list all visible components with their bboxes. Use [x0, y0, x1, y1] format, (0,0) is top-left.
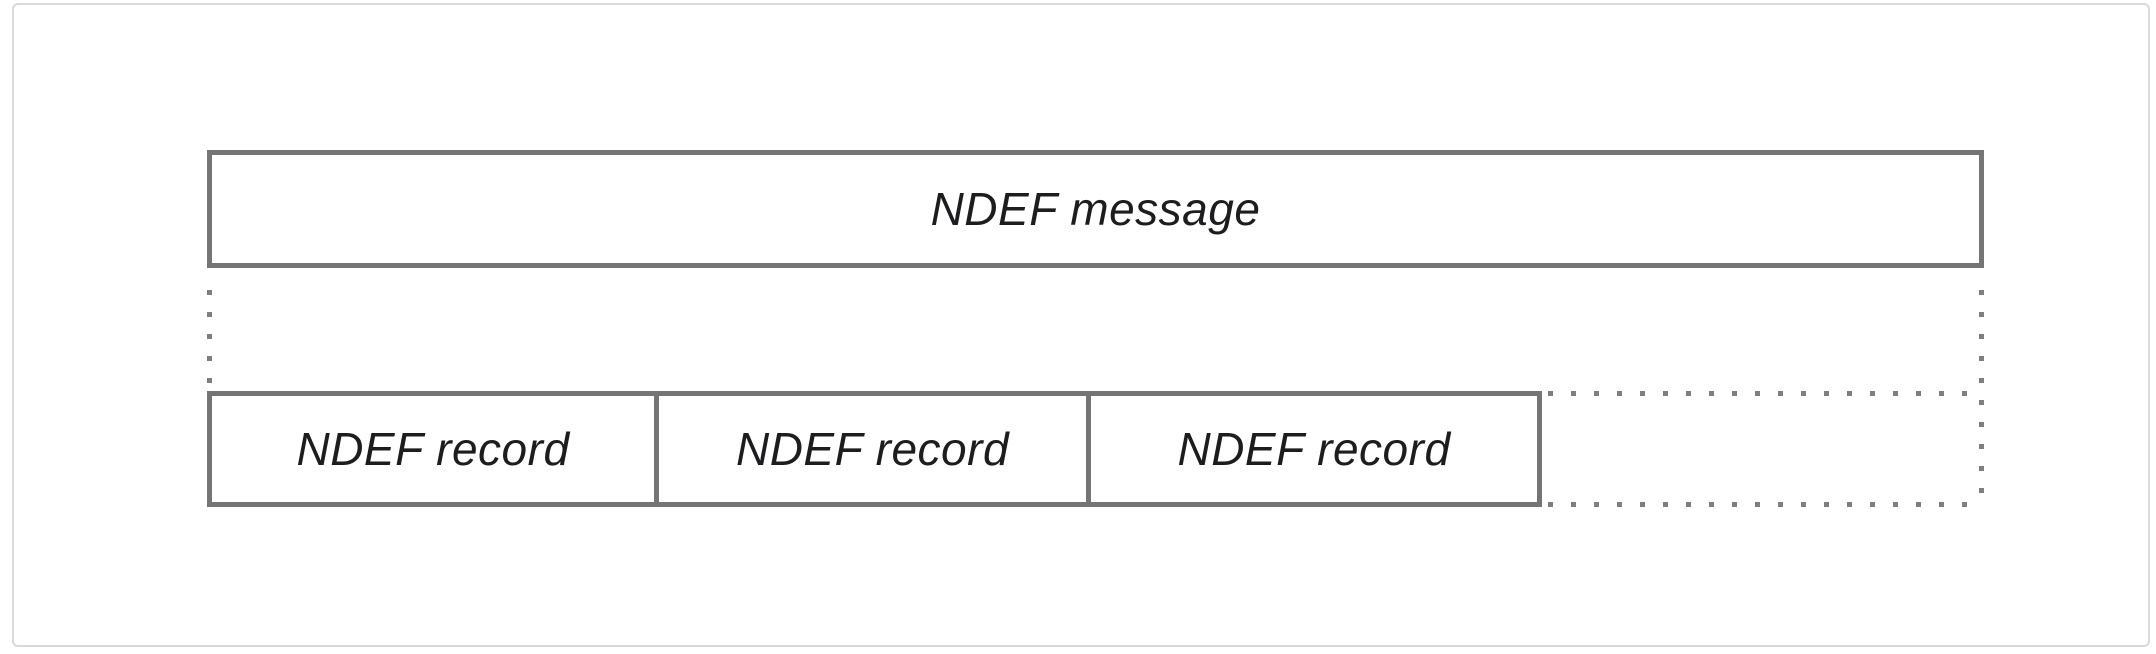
ndef-record-label: NDEF record	[1177, 423, 1451, 475]
dotted-connector-right	[1979, 290, 1984, 508]
ndef-record-box: NDEF record	[659, 396, 1091, 502]
ndef-records-row: NDEF record NDEF record NDEF record	[207, 391, 1542, 507]
dotted-connector-left	[207, 290, 212, 393]
dotted-continuation-bottom	[1548, 502, 1980, 507]
ndef-message-box: NDEF message	[207, 150, 1984, 268]
ndef-record-box: NDEF record	[1091, 396, 1537, 502]
diagram-card: NDEF message NDEF record NDEF record NDE…	[12, 3, 2150, 647]
ndef-message-label: NDEF message	[930, 183, 1261, 235]
dotted-continuation-top	[1548, 391, 1980, 396]
ndef-record-box: NDEF record	[212, 396, 659, 502]
ndef-record-label: NDEF record	[735, 423, 1010, 475]
ndef-record-label: NDEF record	[296, 423, 570, 475]
